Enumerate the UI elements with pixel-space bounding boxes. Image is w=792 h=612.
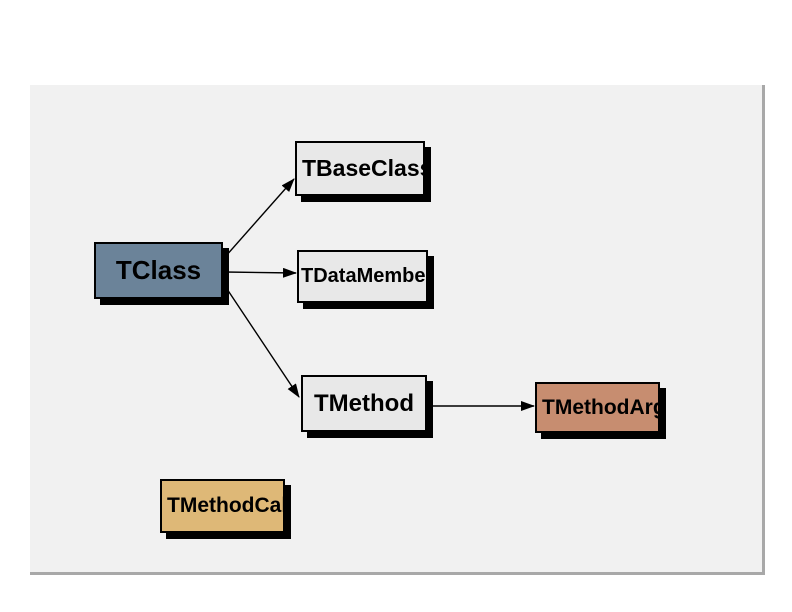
class-node-tmethodarg-label: TMethodArg [542, 395, 660, 419]
class-node-tmethodcall[interactable]: TMethodCall [160, 479, 285, 533]
class-node-tmethod-label: TMethod [314, 389, 414, 417]
class-node-tdatamember-label: TDataMember [301, 265, 428, 287]
class-node-tdatamember[interactable]: TDataMember [297, 250, 428, 303]
class-node-tclass[interactable]: TClass [94, 242, 223, 299]
class-node-tbaseclass[interactable]: TBaseClass [295, 141, 425, 196]
class-node-tclass-label: TClass [115, 255, 202, 285]
class-node-tmethodarg[interactable]: TMethodArg [535, 382, 660, 433]
class-node-tmethod[interactable]: TMethod [301, 375, 427, 432]
class-node-tmethodcall-label: TMethodCall [167, 494, 285, 517]
class-node-tbaseclass-label: TBaseClass [302, 155, 425, 181]
